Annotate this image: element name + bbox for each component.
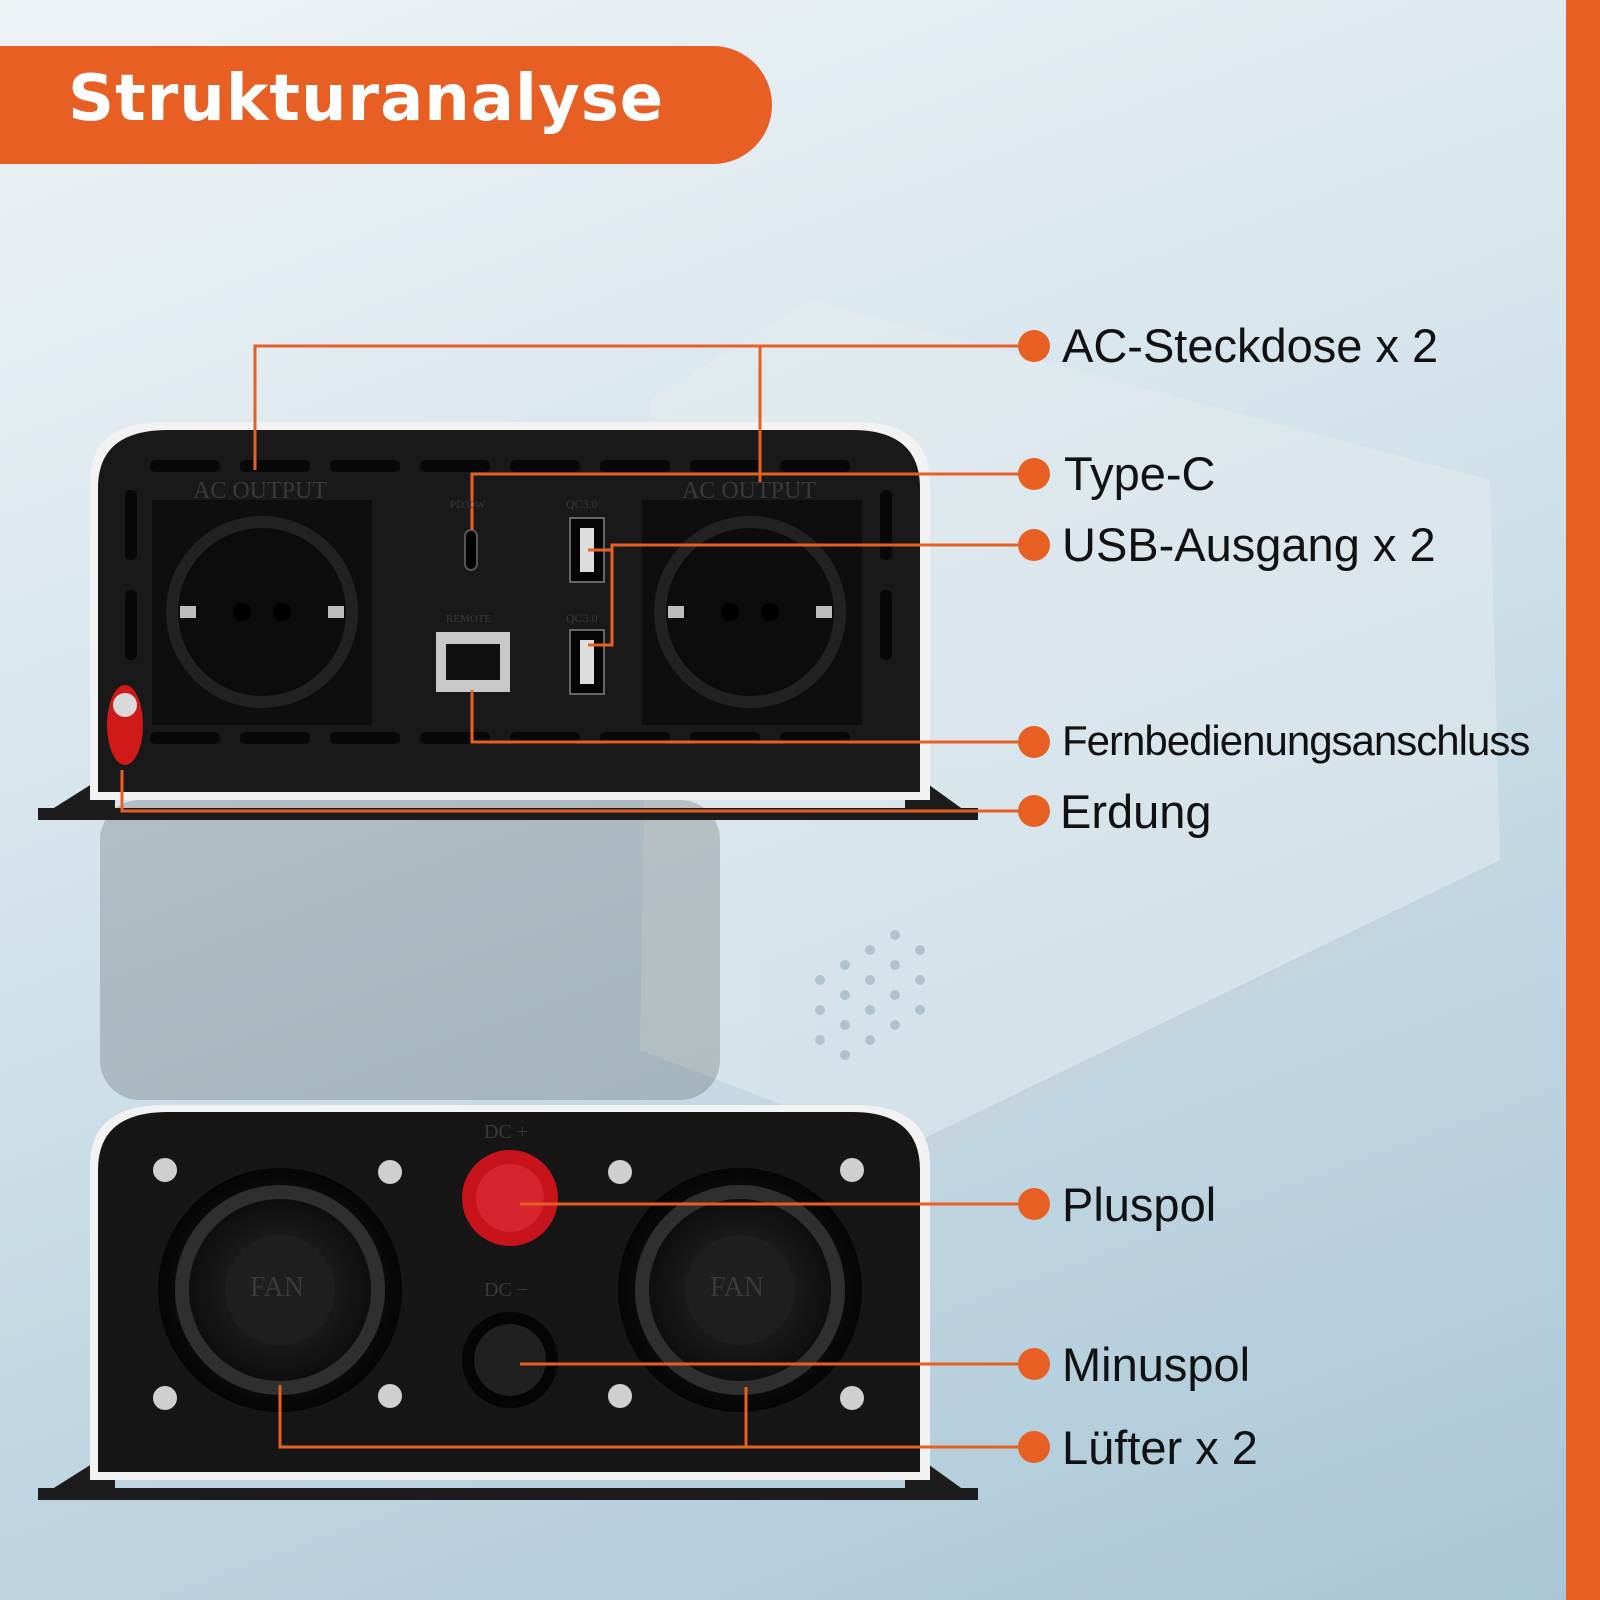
qc-label-top: QC3.0: [566, 497, 598, 511]
callout-type-c: Type-C: [1064, 447, 1216, 500]
pd-label: PD30W: [450, 499, 486, 511]
callout-dots: [1018, 330, 1050, 1463]
page-title: Strukturanalyse: [68, 62, 665, 136]
title-banner: [0, 46, 772, 164]
dc-minus-label: DC −: [484, 1279, 528, 1301]
fan-label-right: FAN: [710, 1272, 764, 1303]
dc-plus-label: DC +: [484, 1121, 528, 1143]
callout-ground: Erdung: [1060, 785, 1212, 838]
back-panel: [38, 1105, 978, 1500]
callout-lines: [120, 344, 1032, 1449]
right-accent-bar: [1566, 0, 1600, 1600]
remote-label: REMOTE: [446, 613, 492, 625]
callout-minus: Minuspol: [1062, 1338, 1251, 1391]
qc-label-bottom: QC3.0: [566, 611, 598, 625]
callout-fan: Lüfter x 2: [1062, 1421, 1258, 1474]
front-panel: [38, 422, 978, 820]
fan-label-left: FAN: [250, 1272, 304, 1303]
ac-output-label-left: AC OUTPUT: [193, 478, 327, 504]
callout-ac-outlet: AC-Steckdose x 2: [1062, 319, 1439, 372]
callout-remote: Fernbedienungsanschluss: [1062, 717, 1530, 764]
callout-usb: USB-Ausgang x 2: [1062, 518, 1436, 571]
ac-output-label-right: AC OUTPUT: [682, 478, 816, 504]
callout-plus: Pluspol: [1062, 1178, 1217, 1231]
front-panel-reflection: [100, 800, 720, 1100]
